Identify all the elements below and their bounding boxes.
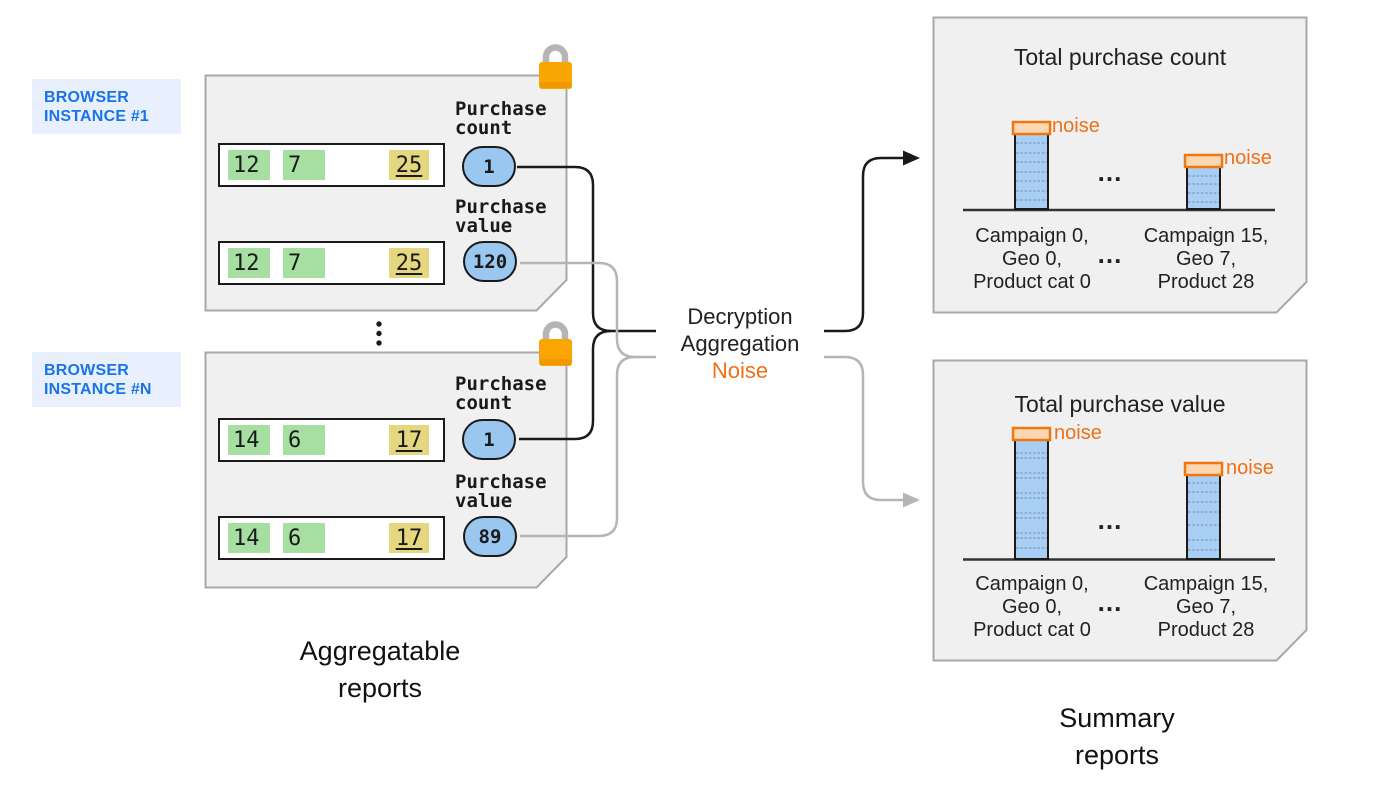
summary-reports-caption: Summary reports	[1059, 703, 1175, 770]
process-noise: Noise	[711, 358, 769, 383]
count-category-left: Campaign 0, Geo 0, Product cat 0	[973, 225, 1091, 293]
purchase-value-value: 89	[463, 516, 517, 557]
aggregation-key-row: 14 6 17	[218, 418, 445, 462]
count-connector-lines	[517, 156, 904, 441]
aggregatable-reports-caption: Aggregatable reports	[299, 636, 461, 703]
purchase-count-value: 1	[462, 419, 516, 460]
key-cell-yellow: 17	[389, 425, 429, 455]
count-category-right: Campaign 15, Geo 7, Product 28	[1143, 225, 1269, 293]
key-cell-green: 12	[228, 150, 270, 180]
count-arrowhead	[903, 150, 920, 166]
aggregation-key-row: 12 7 25	[218, 143, 445, 187]
value-category-left: Campaign 0, Geo 0, Product cat 0	[973, 573, 1091, 641]
summary-bar-0-1	[1183, 153, 1224, 210]
noise-cap	[1183, 153, 1224, 169]
purchase-count-value: 1	[462, 146, 516, 187]
process-decryption: Decryption	[687, 304, 793, 329]
noise-cap	[1183, 461, 1224, 477]
lock-icon	[539, 321, 572, 366]
noise-cap	[1011, 426, 1052, 442]
key-cell-green: 6	[283, 523, 325, 553]
summary-bar-0-0	[1011, 120, 1052, 210]
browser-instance-1-label: BROWSER INSTANCE #1	[32, 79, 181, 134]
between-bars-ellipsis: ...	[1097, 157, 1123, 187]
count-chart-title: Total purchase count	[1013, 44, 1227, 70]
key-cell-green: 6	[283, 425, 325, 455]
noise-label: noise	[1052, 115, 1100, 137]
value-arrowhead	[903, 492, 920, 508]
value-category-right: Campaign 15, Geo 7, Product 28	[1143, 573, 1269, 641]
key-cell-yellow: 25	[389, 150, 429, 180]
between-categories-ellipsis: ...	[1097, 587, 1123, 617]
purchase-value-label: Purchase value	[455, 196, 547, 237]
process-steps: Decryption Aggregation Noise	[650, 303, 830, 384]
key-cell-green: 7	[283, 248, 325, 278]
noise-label: noise	[1224, 147, 1272, 169]
between-categories-ellipsis: ...	[1097, 239, 1123, 269]
noise-cap	[1011, 120, 1052, 136]
purchase-value-value: 120	[463, 241, 517, 282]
purchase-count-label: Purchase count	[455, 373, 547, 414]
summary-bar-1-0	[1011, 426, 1052, 560]
process-aggregation: Aggregation	[680, 331, 800, 356]
noise-label: noise	[1054, 422, 1102, 444]
summary-report-box-count	[932, 16, 1308, 314]
vertical-ellipsis-icon	[376, 321, 382, 346]
between-bars-ellipsis: ...	[1097, 505, 1123, 535]
lock-icon	[539, 44, 572, 89]
browser-instance-n-label: BROWSER INSTANCE #N	[32, 352, 181, 407]
purchase-value-label: Purchase value	[455, 471, 547, 512]
purchase-count-label: Purchase count	[455, 98, 547, 139]
noise-label: noise	[1226, 457, 1274, 479]
key-cell-yellow: 25	[389, 248, 429, 278]
aggregation-key-row: 14 6 17	[218, 516, 445, 560]
value-chart-title: Total purchase value	[1014, 391, 1226, 417]
key-cell-green: 7	[283, 150, 325, 180]
value-connector-lines	[520, 261, 904, 538]
key-cell-green: 14	[228, 425, 270, 455]
key-cell-green: 12	[228, 248, 270, 278]
summary-bars	[1011, 120, 1224, 560]
summary-bar-1-1	[1183, 461, 1224, 560]
key-cell-green: 14	[228, 523, 270, 553]
aggregation-key-row: 12 7 25	[218, 241, 445, 285]
key-cell-yellow: 17	[389, 523, 429, 553]
